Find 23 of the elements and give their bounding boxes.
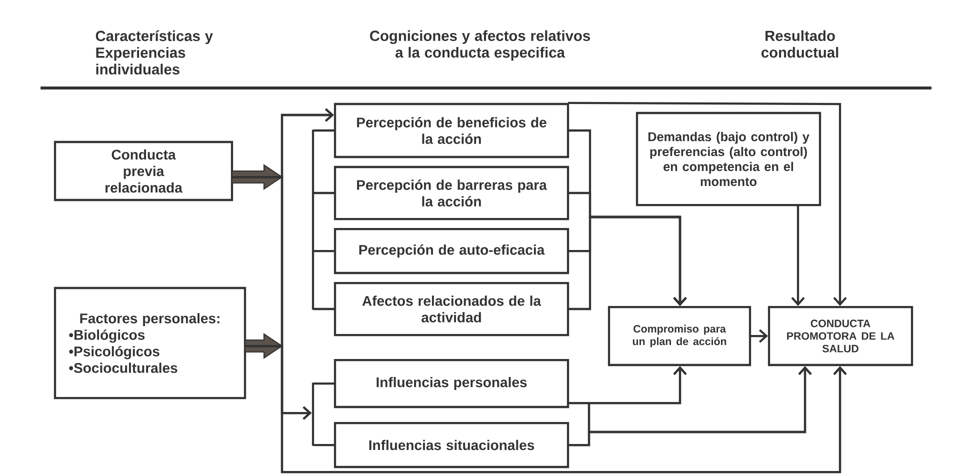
bracket-bar: [312, 382, 314, 446]
process-box: Influencias personales: [334, 358, 570, 408]
process-box: Afectos relacionados de la actividad: [334, 282, 570, 336]
bracket-bar: [312, 130, 314, 310]
column-heading: Características y Experiencias individuales: [96, 30, 213, 74]
column-heading: Cogniciones y afectos relativos a la conducta especifica: [370, 30, 590, 61]
arrow: [568, 102, 847, 306]
block-arrow: [231, 164, 283, 190]
process-box: CONDUCTA PROMOTORA DE LA SALUD: [768, 306, 914, 366]
arrow: [245, 344, 847, 474]
process-box: Demandas (bajo control) y preferencias (alto control) en competencia en el momento: [636, 112, 822, 206]
process-box: Compromiso para un plan de acción: [608, 306, 752, 366]
column-heading: Resultado conductual: [761, 30, 838, 58]
process-box: Percepción de barreras para la acción: [334, 166, 570, 220]
arrow: [568, 366, 812, 446]
block-arrow: [244, 333, 283, 359]
process-box: Conducta previa relacionada: [54, 140, 234, 202]
process-box: Factores personales: •Biológicos •Psicológicos •Socioculturales: [54, 286, 246, 400]
process-box: Percepción de beneficios de la acción: [334, 102, 570, 158]
process-box: Percepción de auto-eficacia: [334, 228, 570, 274]
arrow: [791, 205, 805, 306]
arrow: [750, 329, 768, 343]
process-box: Influencias situacionales: [334, 422, 570, 468]
